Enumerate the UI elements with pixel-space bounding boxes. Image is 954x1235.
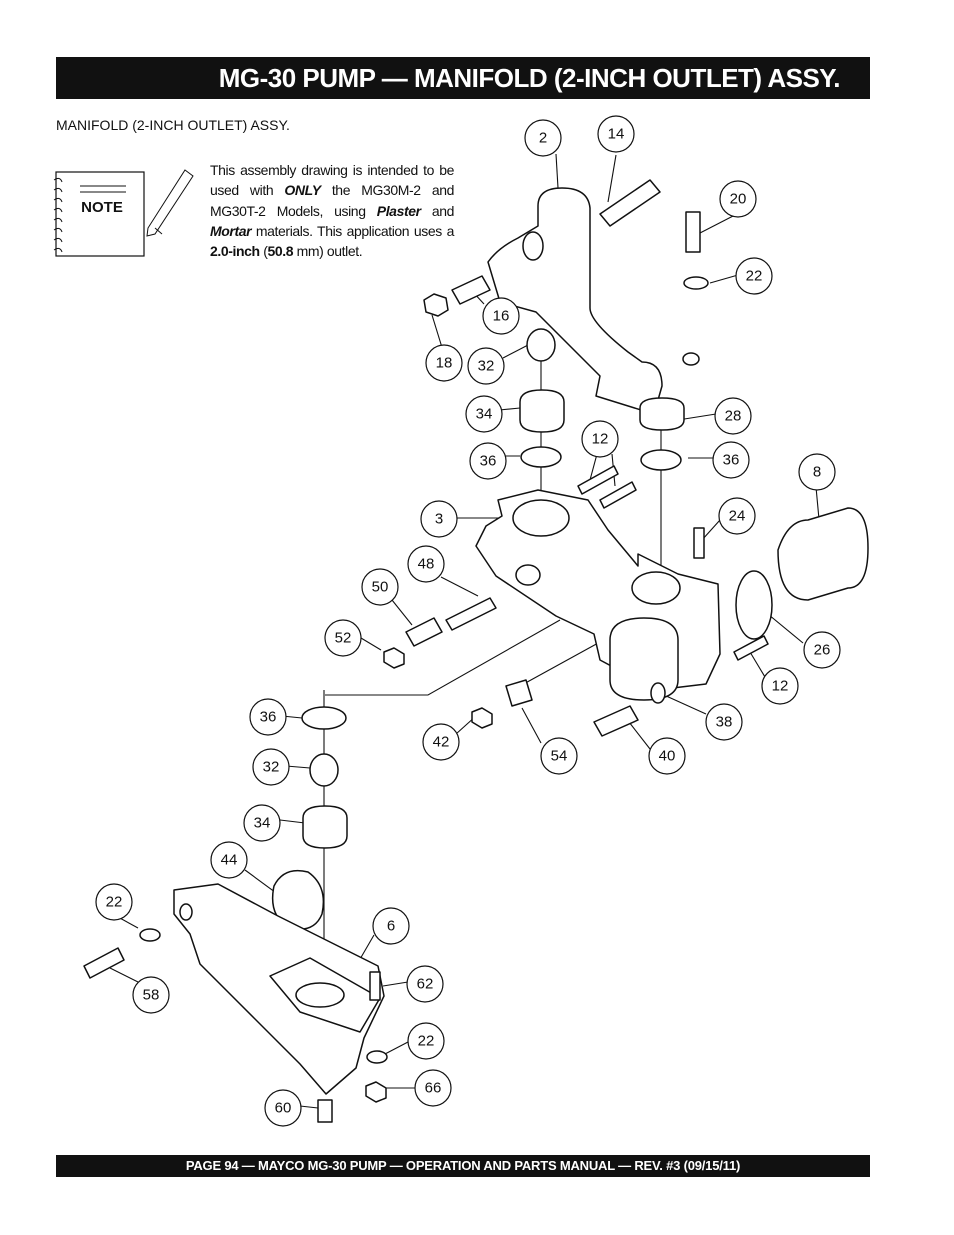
svg-text:22: 22 — [746, 268, 763, 285]
callout-label: 36 — [712, 441, 750, 479]
svg-text:32: 32 — [478, 358, 495, 375]
svg-text:12: 12 — [772, 678, 789, 695]
callout-label: 52 — [324, 619, 362, 657]
svg-text:34: 34 — [254, 815, 271, 832]
callout-label: 34 — [465, 395, 503, 433]
callout-label: 66 — [414, 1069, 452, 1107]
svg-text:6: 6 — [387, 918, 395, 935]
callout-label: 58 — [132, 976, 170, 1014]
svg-text:54: 54 — [551, 748, 568, 765]
svg-text:3: 3 — [435, 511, 443, 528]
svg-text:8: 8 — [813, 464, 821, 481]
svg-text:14: 14 — [608, 126, 625, 143]
svg-text:52: 52 — [335, 630, 352, 647]
callout-label: 38 — [705, 703, 743, 741]
svg-text:36: 36 — [723, 452, 740, 469]
svg-text:36: 36 — [480, 453, 497, 470]
note-notepad-icon: NOTE — [53, 169, 194, 257]
callout-label: 16 — [482, 297, 520, 335]
callout-label: 48 — [407, 545, 445, 583]
callout-label: 36 — [249, 698, 287, 736]
callout-label: 22 — [735, 257, 773, 295]
callout-label: 8 — [798, 453, 836, 491]
svg-text:2: 2 — [539, 130, 547, 147]
note-text: This assembly drawing is intended to be … — [210, 162, 454, 260]
svg-text:18: 18 — [436, 355, 453, 372]
callout-label: 22 — [407, 1022, 445, 1060]
callout-label: 32 — [467, 347, 505, 385]
callout-label: 22 — [95, 883, 133, 921]
callout-label: 28 — [714, 397, 752, 435]
svg-text:44: 44 — [221, 852, 238, 869]
lower-manifold-part — [173, 883, 385, 1095]
svg-text:36: 36 — [260, 709, 277, 726]
callout-label: 44 — [210, 841, 248, 879]
callout-label: 62 — [406, 965, 444, 1003]
svg-text:16: 16 — [493, 308, 510, 325]
svg-text:22: 22 — [418, 1033, 435, 1050]
svg-text:20: 20 — [730, 191, 747, 208]
svg-text:34: 34 — [476, 406, 493, 423]
callout-label: 12 — [761, 667, 799, 705]
callout-label: 42 — [422, 723, 460, 761]
callout-label: 24 — [718, 497, 756, 535]
callout-label: 36 — [469, 442, 507, 480]
elbow-pipe-part — [487, 187, 663, 415]
svg-text:60: 60 — [275, 1100, 292, 1117]
svg-text:66: 66 — [425, 1080, 442, 1097]
section-subtitle: MANIFOLD (2-INCH OUTLET) ASSY. — [56, 117, 290, 133]
svg-text:58: 58 — [143, 987, 160, 1004]
page-title: MG-30 PUMP — MANIFOLD (2-INCH OUTLET) AS… — [56, 57, 870, 99]
callout-label: 60 — [264, 1089, 302, 1127]
callout-label: 26 — [803, 631, 841, 669]
svg-text:48: 48 — [418, 556, 435, 573]
svg-text:32: 32 — [263, 759, 280, 776]
svg-text:24: 24 — [729, 508, 746, 525]
callout-label: 18 — [425, 344, 463, 382]
svg-text:12: 12 — [592, 431, 609, 448]
callout-label: 12 — [581, 420, 619, 458]
callout-label: 34 — [243, 804, 281, 842]
callout-label: 50 — [361, 568, 399, 606]
svg-text:50: 50 — [372, 579, 389, 596]
svg-text:26: 26 — [814, 642, 831, 659]
callout-label: 20 — [719, 180, 757, 218]
svg-text:42: 42 — [433, 734, 450, 751]
svg-text:22: 22 — [106, 894, 123, 911]
svg-text:40: 40 — [659, 748, 676, 765]
svg-text:28: 28 — [725, 408, 742, 425]
callout-label: 40 — [648, 737, 686, 775]
callout-label: 14 — [597, 115, 635, 153]
callout-label: 54 — [540, 737, 578, 775]
note-label: NOTE — [81, 199, 123, 216]
callout-label: 3 — [420, 500, 458, 538]
page-footer: PAGE 94 — MAYCO MG-30 PUMP — OPERATION A… — [56, 1155, 870, 1177]
callout-label: 6 — [372, 907, 410, 945]
svg-text:62: 62 — [417, 976, 434, 993]
callout-label: 2 — [524, 119, 562, 157]
callout-label: 32 — [252, 748, 290, 786]
callout-group: 2 14 20 22 16 18 32 34 28 12 36 36 8 24 … — [95, 115, 841, 1127]
svg-text:38: 38 — [716, 714, 733, 731]
